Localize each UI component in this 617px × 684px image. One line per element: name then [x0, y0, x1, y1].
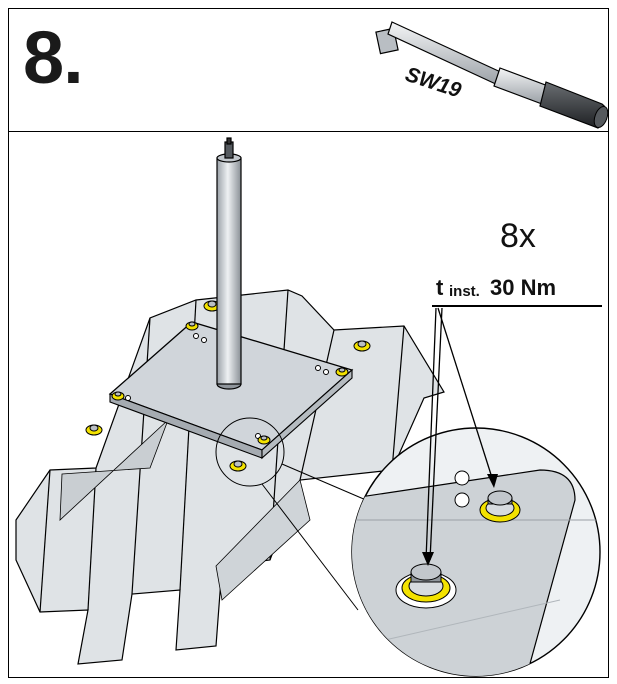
- torque-symbol: t: [436, 275, 444, 300]
- torque-wrench-icon: [375, 21, 609, 129]
- step-number: 8.: [23, 16, 84, 99]
- torque-callout: t inst. 30 Nm: [432, 275, 602, 307]
- torque-value: 30 Nm: [490, 275, 556, 300]
- bolts-and-washers: [85, 300, 371, 472]
- torque-subscript: inst.: [449, 283, 480, 300]
- detail-marker: [215, 417, 367, 611]
- bolt-count-label: 8x: [500, 217, 536, 255]
- step-header: 8.: [9, 9, 608, 132]
- zoom-detail: [351, 427, 601, 677]
- leader-arrows: [425, 307, 495, 561]
- mast-pole: [216, 137, 242, 390]
- tool-label: SW19: [402, 63, 464, 103]
- arrow-heads: [422, 474, 498, 566]
